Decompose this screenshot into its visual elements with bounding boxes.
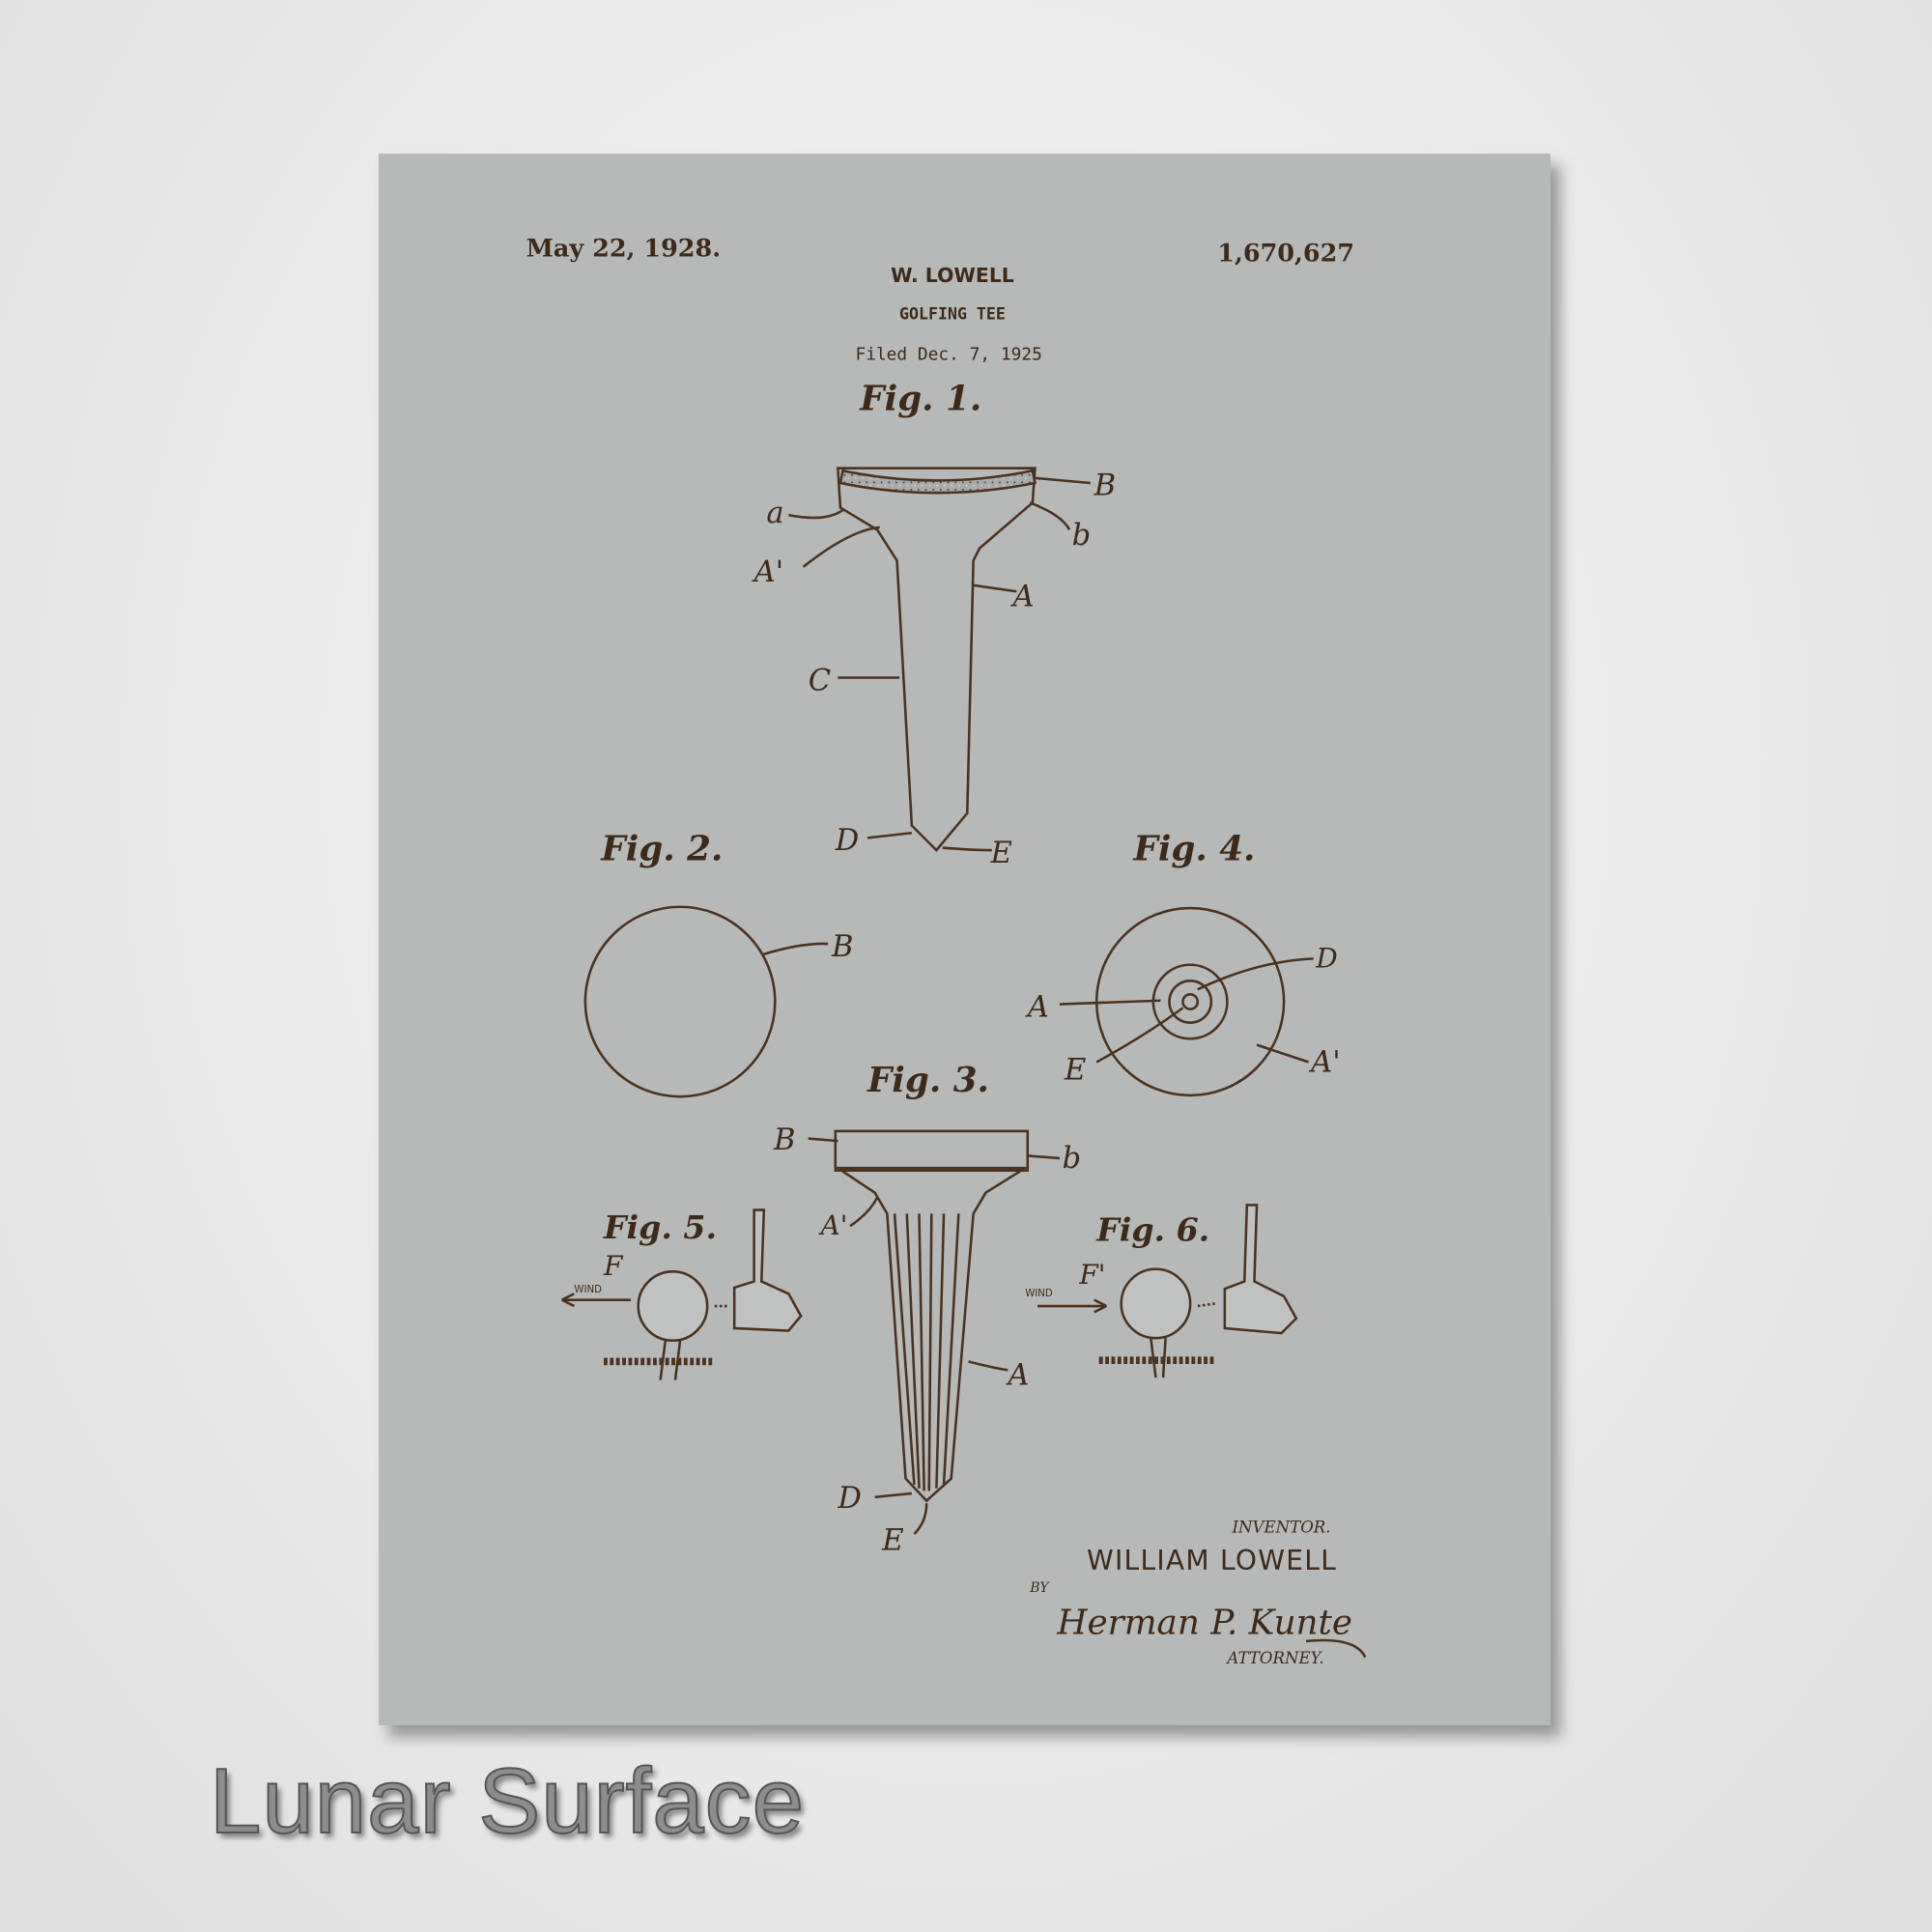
- fig3-tee-elevation: [834, 1129, 1030, 1503]
- fig1-label-A-prime: A': [752, 555, 784, 589]
- fig3-label-D: D: [837, 1482, 862, 1516]
- fig3-label-b: b: [1062, 1142, 1081, 1176]
- by-label: BY: [1029, 1580, 1050, 1596]
- fig2-label-B: B: [831, 930, 854, 964]
- fig3-title: Fig. 3.: [867, 1060, 989, 1100]
- fig4-tee-bottom-view: [1059, 906, 1314, 1097]
- fig2-tee-top-view: [583, 905, 777, 1098]
- fig6-ball-on-tee: [1037, 1204, 1298, 1378]
- fig1-label-E: E: [990, 837, 1012, 870]
- filed-date: Filed Dec. 7, 1925: [855, 344, 1041, 364]
- fig1-leader-lines: [788, 476, 1091, 852]
- fig1-label-A: A: [1009, 581, 1034, 614]
- fig4-title: Fig. 4.: [1132, 828, 1255, 868]
- fig5-label-F: F: [603, 1250, 624, 1282]
- fig4-label-E: E: [1064, 1053, 1086, 1087]
- fig5-ball-on-tee: [561, 1208, 803, 1380]
- fig1-label-C: C: [809, 664, 831, 697]
- fig4-label-A: A: [1025, 990, 1049, 1024]
- fig3-label-A: A: [1005, 1359, 1029, 1393]
- fig4-label-D: D: [1315, 942, 1337, 974]
- inventor-label: INVENTOR.: [1232, 1519, 1331, 1537]
- signature-flourish: [1305, 1638, 1367, 1659]
- patent-title: GOLFING TEE: [899, 304, 1006, 323]
- attorney-signature: Herman P. Kunte: [1056, 1603, 1352, 1642]
- fig3-label-A-prime: A': [817, 1209, 847, 1241]
- fig6-title: Fig. 6.: [1095, 1210, 1209, 1248]
- fig3-leader-lines: [808, 1137, 1061, 1535]
- fig1-label-B: B: [1094, 469, 1117, 503]
- fig5-label-wind: WIND: [574, 1285, 602, 1295]
- fig5-title: Fig. 5.: [603, 1208, 717, 1246]
- patent-number: 1,670,627: [1217, 239, 1354, 268]
- fig1-label-b: b: [1072, 519, 1092, 553]
- fig1-tee-section: [836, 467, 1037, 852]
- fig1-label-D: D: [835, 824, 860, 858]
- fig2-leader: [760, 942, 829, 956]
- fig1-label-a: a: [766, 497, 783, 530]
- fig6-label-wind: WIND: [1025, 1289, 1053, 1299]
- fig4-label-A-prime: A': [1308, 1046, 1341, 1080]
- patent-print: [379, 154, 1550, 1725]
- inventor-name: WILLIAM LOWELL: [1087, 1545, 1337, 1577]
- patent-date: May 22, 1928.: [526, 234, 722, 263]
- fig1-title: Fig. 1.: [859, 379, 981, 419]
- attorney-label: ATTORNEY.: [1225, 1649, 1323, 1667]
- fig2-title: Fig. 2.: [600, 828, 723, 868]
- color-variant-caption: Lunar Surface: [209, 1748, 806, 1854]
- inventor-header: W. LOWELL: [891, 264, 1014, 287]
- fig6-label-F-prime: F': [1078, 1259, 1105, 1291]
- fig3-label-B: B: [773, 1123, 796, 1157]
- fig3-label-E: E: [881, 1524, 903, 1558]
